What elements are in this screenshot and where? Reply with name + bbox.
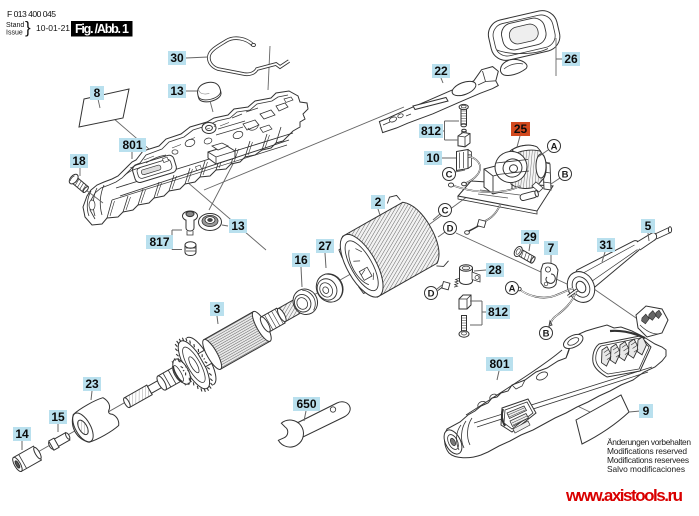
svg-text:C: C bbox=[446, 170, 453, 181]
svg-text:B: B bbox=[562, 170, 569, 181]
svg-text:812: 812 bbox=[488, 305, 508, 319]
svg-text:3: 3 bbox=[214, 302, 221, 316]
svg-text:Issue: Issue bbox=[6, 30, 23, 37]
svg-text:Salvo modificaciones: Salvo modificaciones bbox=[607, 464, 685, 474]
svg-text:13: 13 bbox=[170, 84, 184, 98]
svg-text:8: 8 bbox=[94, 86, 101, 100]
svg-text:801: 801 bbox=[489, 357, 509, 371]
svg-text:31: 31 bbox=[599, 238, 613, 252]
svg-text:www.axistools.ru: www.axistools.ru bbox=[565, 486, 683, 505]
svg-text:812: 812 bbox=[421, 124, 441, 138]
svg-text:Modifications reserved: Modifications reserved bbox=[607, 446, 687, 456]
svg-text:}: } bbox=[25, 18, 31, 37]
svg-text:A: A bbox=[509, 284, 516, 295]
svg-text:26: 26 bbox=[564, 52, 578, 66]
svg-text:Stand: Stand bbox=[6, 22, 24, 29]
svg-text:10: 10 bbox=[426, 151, 440, 165]
svg-text:Fig. /Abb. 1: Fig. /Abb. 1 bbox=[75, 22, 129, 36]
svg-text:D: D bbox=[428, 289, 435, 300]
svg-text:29: 29 bbox=[523, 230, 537, 244]
svg-text:A: A bbox=[551, 142, 558, 153]
svg-text:14: 14 bbox=[15, 427, 29, 441]
svg-text:C: C bbox=[442, 206, 449, 217]
svg-text:23: 23 bbox=[85, 377, 99, 391]
svg-text:801: 801 bbox=[122, 138, 142, 152]
svg-text:15: 15 bbox=[51, 410, 65, 424]
svg-text:Modifications reservees: Modifications reservees bbox=[607, 455, 689, 465]
svg-text:25: 25 bbox=[514, 122, 528, 136]
svg-text:30: 30 bbox=[170, 51, 184, 65]
svg-text:D: D bbox=[447, 224, 454, 235]
svg-text:10-01-21: 10-01-21 bbox=[36, 23, 70, 33]
svg-text:2: 2 bbox=[375, 195, 382, 209]
svg-text:B: B bbox=[543, 329, 550, 340]
svg-text:22: 22 bbox=[434, 64, 448, 78]
svg-text:Änderungen vorbehalten: Änderungen vorbehalten bbox=[607, 437, 691, 447]
svg-text:5: 5 bbox=[645, 219, 652, 233]
svg-text:9: 9 bbox=[643, 404, 650, 418]
svg-text:16: 16 bbox=[294, 253, 308, 267]
svg-text:817: 817 bbox=[149, 235, 169, 249]
svg-text:7: 7 bbox=[548, 241, 555, 255]
svg-text:650: 650 bbox=[296, 397, 316, 411]
svg-text:F 013 400 045: F 013 400 045 bbox=[7, 9, 56, 19]
svg-text:27: 27 bbox=[318, 239, 332, 253]
svg-text:18: 18 bbox=[72, 154, 86, 168]
svg-text:28: 28 bbox=[488, 263, 502, 277]
svg-text:13: 13 bbox=[231, 219, 245, 233]
